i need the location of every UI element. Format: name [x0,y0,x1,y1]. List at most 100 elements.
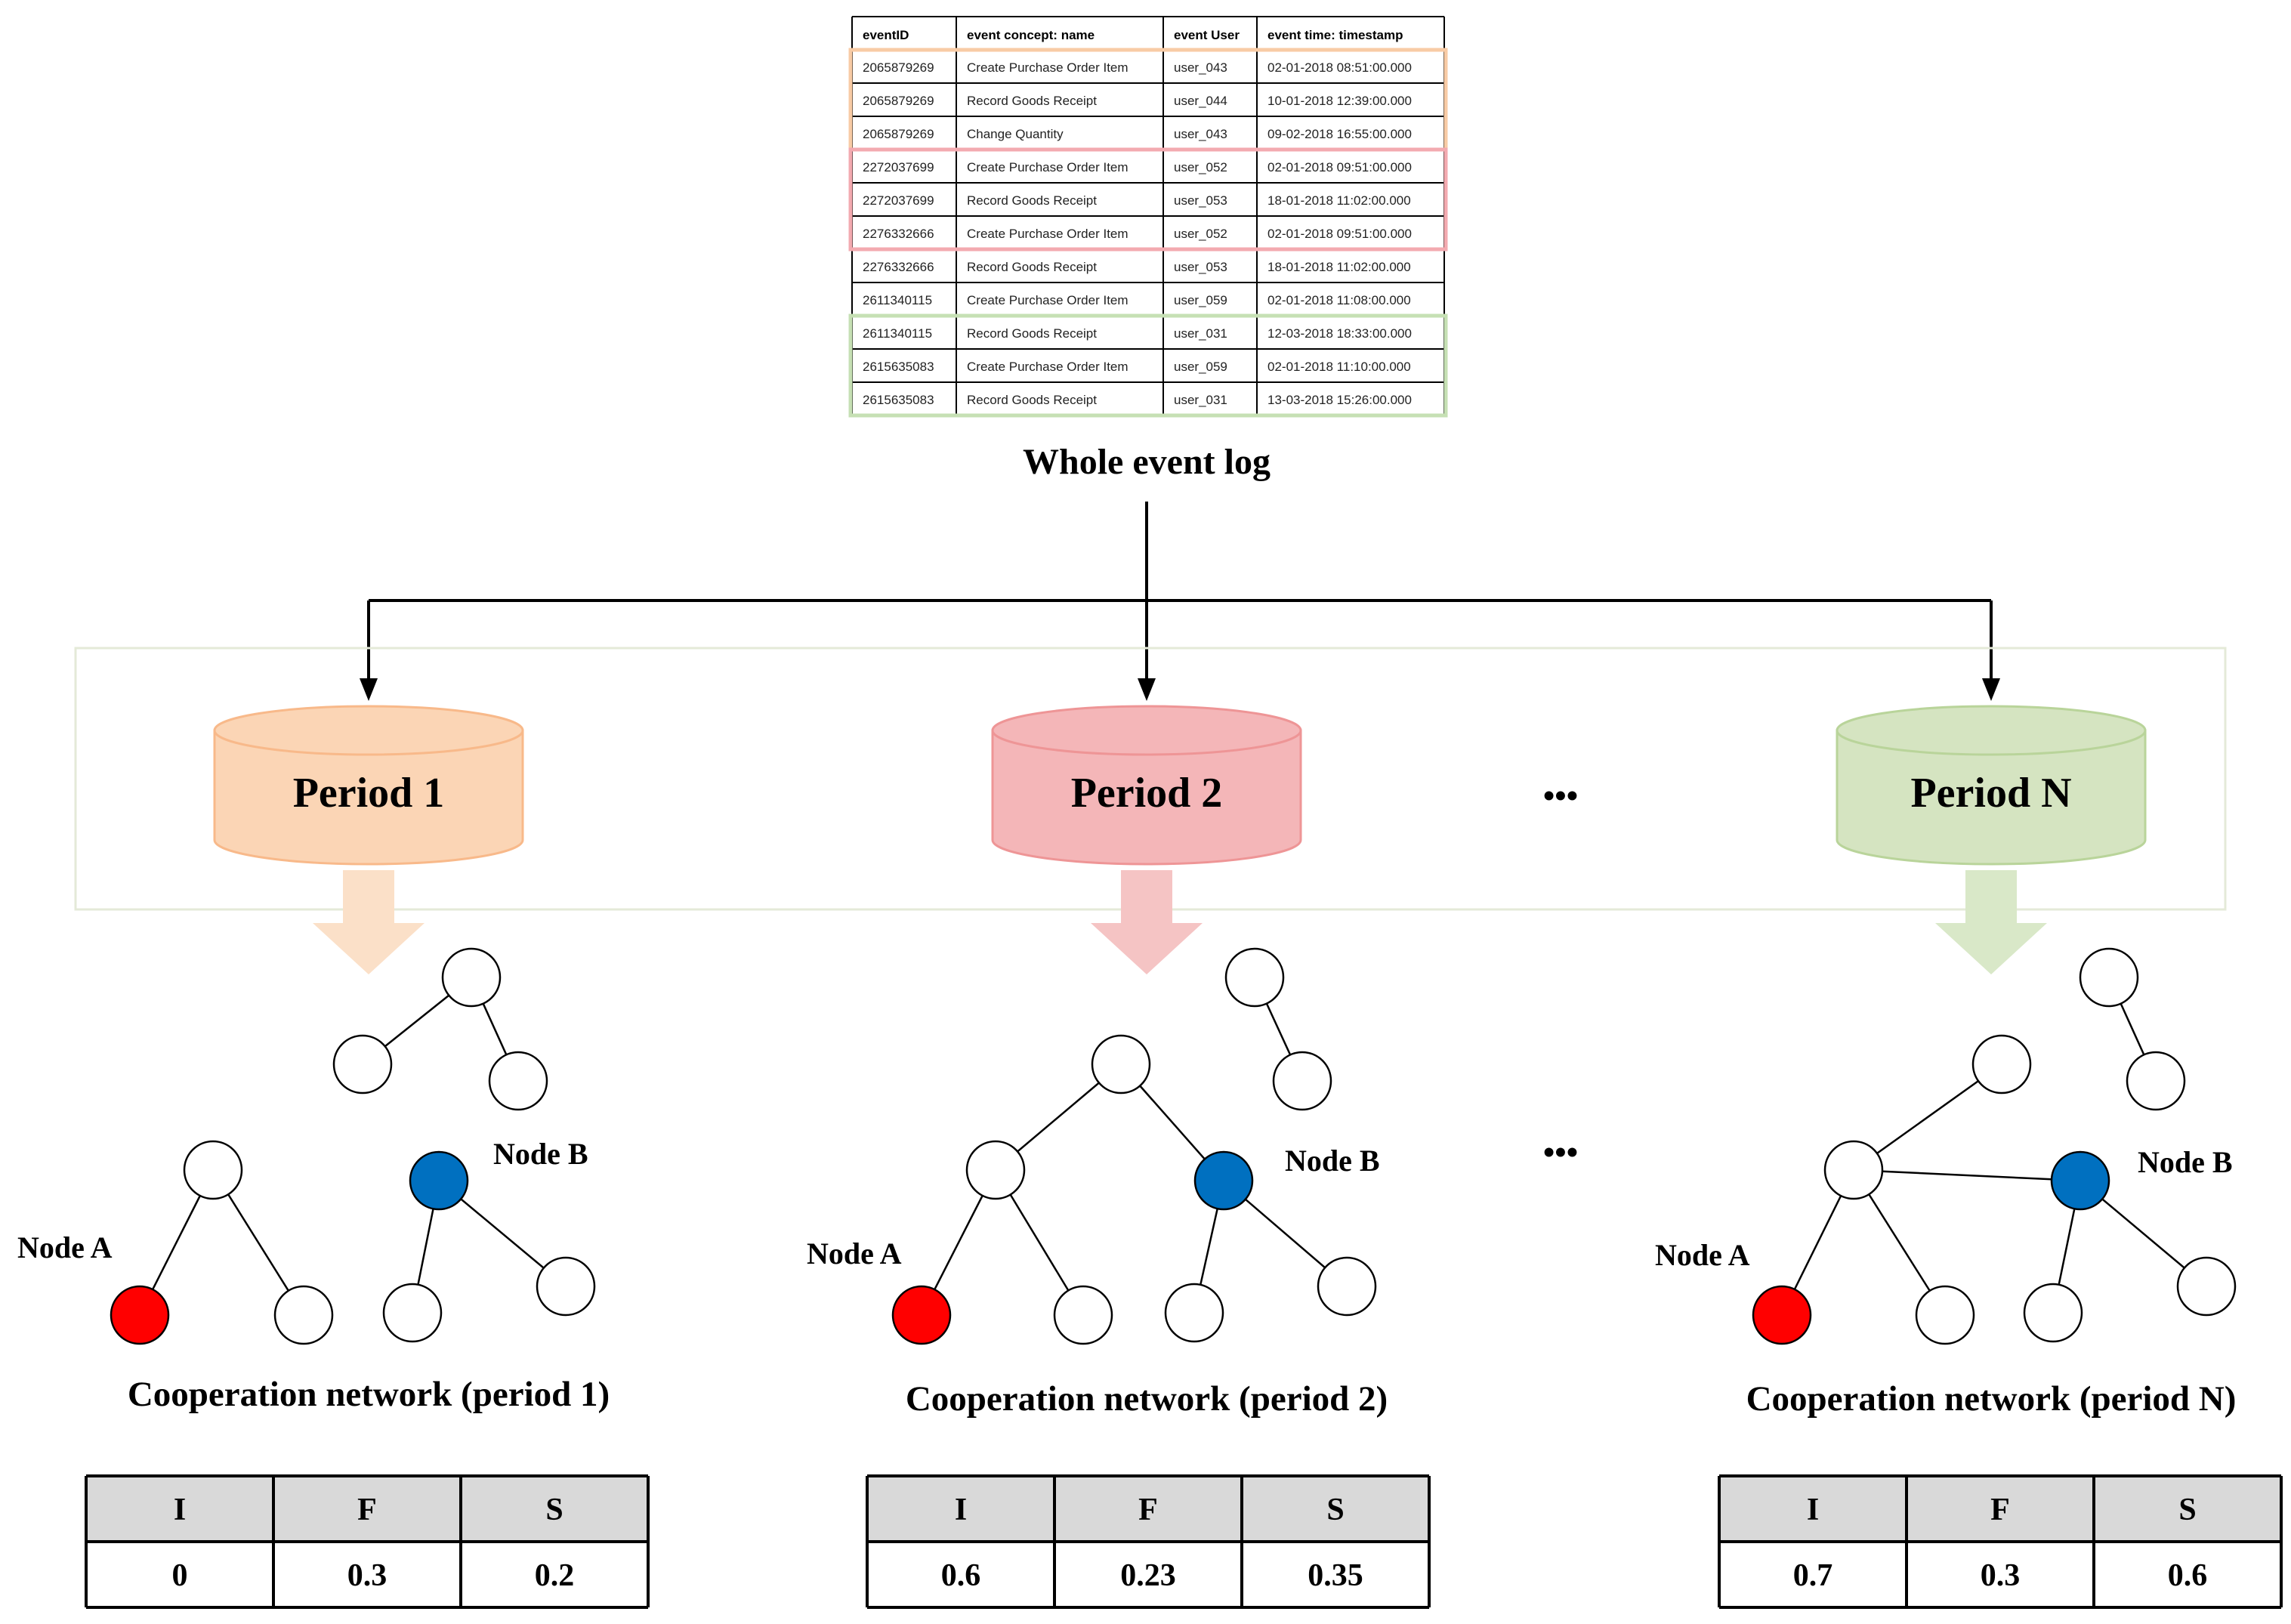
network-node [1915,1285,1975,1345]
node-b [1193,1150,1254,1211]
table-cell: 2611340115 [863,326,932,341]
network-node [1224,947,1285,1008]
network-node [1164,1283,1224,1343]
table-cell: 18-01-2018 11:02:00.000 [1267,260,1411,274]
metrics-header-cell: S [2178,1493,2196,1527]
arrowhead-period-1 [360,678,378,701]
node-a [1752,1285,1812,1345]
cooperation-network [1752,947,2237,1345]
period-n-rows-outline [848,313,1448,418]
metrics-header-cell: I [955,1493,967,1527]
table-cell: 2065879269 [863,60,934,75]
table-cell: Record Goods Receipt [967,94,1097,108]
table-cell: 2276332666 [863,260,934,274]
node-a-label: Node A [1655,1238,1750,1272]
period-2-rows-outline [848,147,1448,252]
network-edge [1853,1063,2002,1172]
network-node [488,1051,548,1111]
network-node [2023,1283,2083,1343]
network-node [332,1034,393,1095]
network-node [2126,1051,2186,1111]
period-down-arrow [313,870,425,974]
cooperation-network [891,947,1377,1345]
network-caption: Cooperation network (period N) [1746,1379,2237,1419]
network-node [1272,1051,1332,1111]
network-node [1971,1034,2032,1095]
node-b-label: Node B [493,1137,588,1171]
metrics-header-cell: F [357,1493,377,1527]
table-cell: Create Purchase Order Item [967,227,1129,241]
metrics-value-cell: 0 [172,1558,188,1593]
node-b-label: Node B [2138,1145,2233,1179]
event-log-caption: Whole event log [1023,442,1271,482]
metrics-header-row [1719,1476,2281,1542]
table-cell: 02-01-2018 09:51:00.000 [1267,160,1412,174]
table-cell: 12-03-2018 18:33:00.000 [1267,326,1412,341]
table-cell: 10-01-2018 12:39:00.000 [1267,94,1412,108]
metrics-value-row [867,1542,1429,1607]
metrics-header-cell: I [174,1493,186,1527]
metrics-header-cell: S [545,1493,563,1527]
period-database-body [213,729,524,866]
table-header-cell: eventID [863,28,909,42]
table-cell: 02-01-2018 11:08:00.000 [1267,293,1411,307]
network-caption: Cooperation network (period 2) [906,1379,1388,1419]
metrics-value-cell: 0.23 [1120,1558,1176,1593]
table-cell: 2272037699 [863,193,934,208]
node-a [110,1285,170,1345]
network-node [441,947,502,1008]
period-database-body [991,729,1302,866]
table-cell: 2615635083 [863,393,934,407]
table-cell: user_043 [1174,60,1227,75]
metrics-value-cell: 0.7 [1793,1558,1833,1593]
network-node [2079,947,2139,1008]
table-header-cell: event concept: name [967,28,1095,42]
metrics-value-cell: 0.35 [1308,1558,1363,1593]
node-a-label: Node A [17,1230,113,1264]
table-cell: 02-01-2018 09:51:00.000 [1267,227,1412,241]
table-cell: Record Goods Receipt [967,326,1097,341]
table-cell: Record Goods Receipt [967,393,1097,407]
table-cell: Create Purchase Order Item [967,160,1129,174]
table-cell: 09-02-2018 16:55:00.000 [1267,127,1412,141]
network-node [965,1140,1026,1200]
network-node [536,1256,596,1317]
period-label: Period 1 [293,770,445,817]
periods-ellipsis: ••• [1543,777,1578,814]
table-cell: user_031 [1174,326,1227,341]
arrowheads [360,678,2000,701]
metrics-value-cell: 0.3 [1981,1558,2021,1593]
node-a [891,1285,952,1345]
node-b-label: Node B [1285,1144,1380,1178]
table-cell: Change Quantity [967,127,1064,141]
network-edge [1853,1169,2081,1182]
network-node [382,1283,443,1343]
period-database-top [991,705,1302,756]
table-cell: user_059 [1174,360,1227,374]
network-node [2176,1256,2237,1317]
metrics-header-row [867,1476,1429,1542]
period-down-arrow [1935,870,2047,974]
table-cell: user_031 [1174,393,1227,407]
period-database-top [1836,705,2147,756]
network-node [1317,1256,1377,1317]
period-down-arrow [1091,870,1203,974]
network-caption: Cooperation network (period 1) [128,1375,610,1414]
table-cell: 13-03-2018 15:26:00.000 [1267,393,1412,407]
table-cell: Record Goods Receipt [967,260,1097,274]
arrowhead-period-n [1982,678,2000,701]
table-cell: user_053 [1174,193,1227,208]
metrics-header-cell: F [1990,1493,2010,1527]
table-cell: 18-01-2018 11:02:00.000 [1267,193,1411,208]
table-cell: 2276332666 [863,227,934,241]
period-database-body [1836,729,2147,866]
table-cell: user_044 [1174,94,1227,108]
metrics-header-row [86,1476,648,1542]
cooperation-network [110,947,596,1345]
table-cell: 2272037699 [863,160,934,174]
table-cell: Create Purchase Order Item [967,60,1129,75]
table-header-cell: event User [1174,28,1240,42]
metrics-header-cell: F [1138,1493,1158,1527]
